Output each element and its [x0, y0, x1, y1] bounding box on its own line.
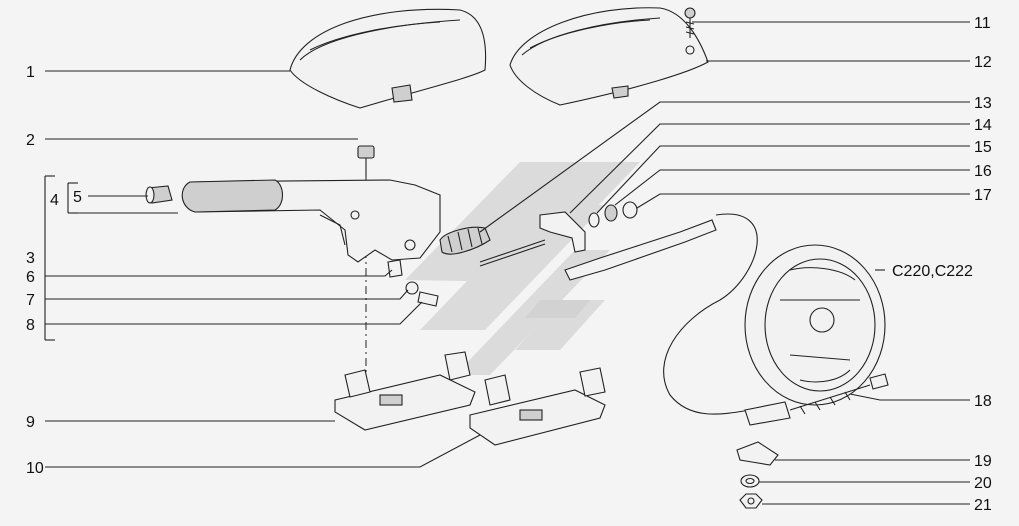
brake-backplate — [744, 244, 886, 406]
callout-14: 14 — [974, 117, 992, 134]
bushing-part-16 — [604, 204, 618, 222]
callout-19: 19 — [974, 453, 992, 470]
cable-assembly — [564, 213, 758, 415]
callout-15: 15 — [974, 139, 992, 156]
callout-7: 7 — [26, 292, 35, 309]
screw-part-11 — [684, 7, 696, 38]
callout-5: 5 — [73, 189, 82, 206]
cable-end-part-18 — [744, 373, 889, 426]
clip-part-6 — [387, 259, 403, 278]
callout-8: 8 — [26, 317, 35, 334]
callout-18: 18 — [974, 393, 992, 410]
nut-part-21 — [739, 493, 763, 509]
rod-part-13 — [439, 226, 546, 267]
callout-9: 9 — [26, 414, 35, 431]
washer-part-20 — [740, 474, 760, 488]
callout-11: 11 — [974, 15, 991, 32]
callout-12: 12 — [974, 54, 992, 71]
callout-4: 4 — [50, 192, 59, 209]
callout-c220-c222: C220,C222 — [892, 263, 973, 280]
callout-6: 6 — [26, 269, 35, 286]
callout-1: 1 — [26, 64, 35, 81]
callout-17: 17 — [974, 187, 992, 204]
pin-part-8 — [417, 291, 439, 307]
callout-21: 21 — [974, 497, 992, 514]
callout-labels: 1 2 3 4 5 6 7 8 9 10 11 12 13 14 15 16 1… — [26, 15, 992, 514]
callout-13: 13 — [974, 95, 992, 112]
bracket-part-14 — [539, 211, 586, 253]
nut-part-17 — [622, 201, 638, 219]
callout-10: 10 — [26, 460, 44, 477]
callout-20: 20 — [974, 475, 992, 492]
mounting-plate-part-9 — [334, 351, 476, 431]
callout-2: 2 — [26, 132, 35, 149]
cover-part-1 — [289, 8, 487, 109]
callout-3: 3 — [26, 250, 35, 267]
clip-part-19 — [736, 441, 779, 466]
bushing-part-15 — [588, 212, 600, 228]
lever-button-part-5 — [145, 185, 173, 204]
leader-lines — [44, 21, 970, 505]
cover-part-12 — [509, 7, 709, 106]
lever-part-3 — [181, 179, 441, 263]
mounting-plate-part-10 — [469, 367, 606, 446]
callout-16: 16 — [974, 163, 992, 180]
washer-part-7 — [405, 281, 419, 295]
